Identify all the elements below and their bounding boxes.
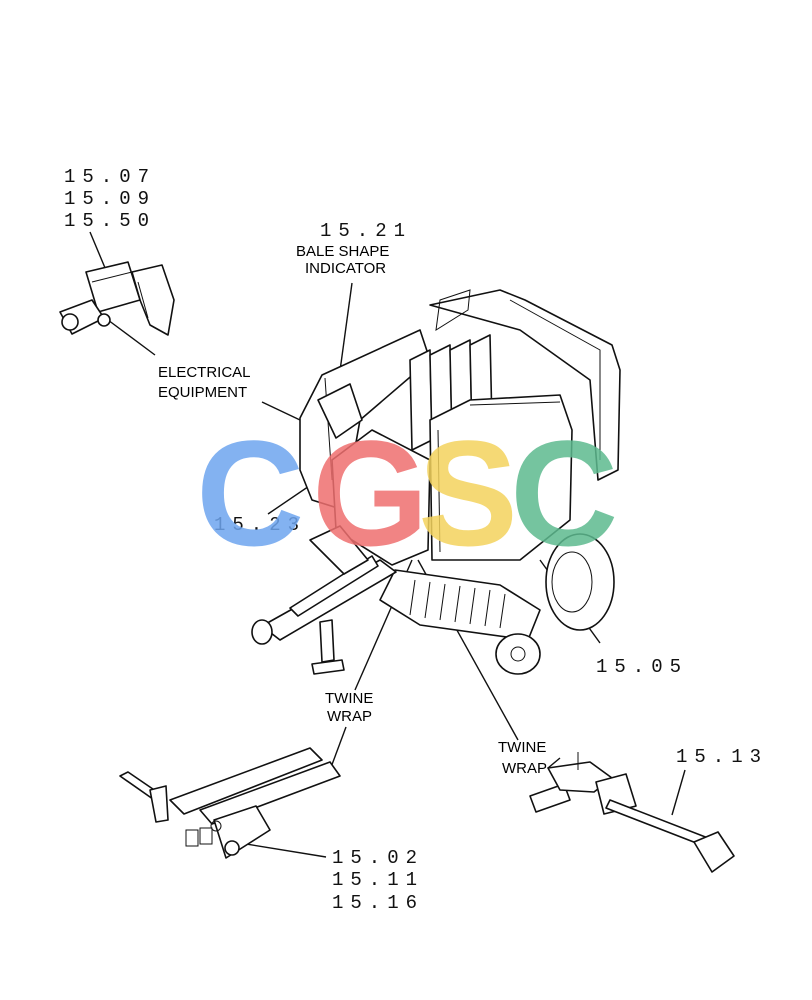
ref-electrical-1: 15.07 [64,166,156,188]
twine-wrap-left-part [119,747,341,859]
watermark-letter-c2: C [510,409,618,577]
label-bale-shape-1: BALE SHAPE [296,243,389,260]
ref-center: 15.23 [214,514,306,536]
label-twine-left-2: WRAP [327,708,372,725]
label-twine-right-2: WRAP [502,760,547,777]
electrical-equipment-part [59,261,175,336]
ref-electrical-3: 15.50 [64,210,156,232]
ref-bale-shape: 15.21 [320,220,412,242]
twine-wrap-gears [185,820,222,847]
round-baler-machine [251,289,621,675]
watermark-letter-g: G [312,409,429,577]
ref-twine-left-2: 15.11 [332,869,424,891]
pickup-tines [409,579,506,629]
label-bale-shape-2: INDICATOR [305,260,386,277]
watermark-letter-c1: C [196,409,304,577]
ref-wheel: 15.05 [596,656,688,678]
ref-twine-right: 15.13 [676,746,768,768]
ref-twine-left-3: 15.16 [332,892,424,914]
ref-electrical-2: 15.09 [64,188,156,210]
label-electrical-1: ELECTRICAL [158,364,251,381]
watermark: C G S C [196,409,618,577]
label-twine-right-1: TWINE [498,739,546,756]
twine-wrap-right-part [529,752,735,873]
ref-twine-left-1: 15.02 [332,847,424,869]
label-twine-left-1: TWINE [325,690,373,707]
label-electrical-2: EQUIPMENT [158,384,247,401]
watermark-letter-s: S [418,409,518,577]
